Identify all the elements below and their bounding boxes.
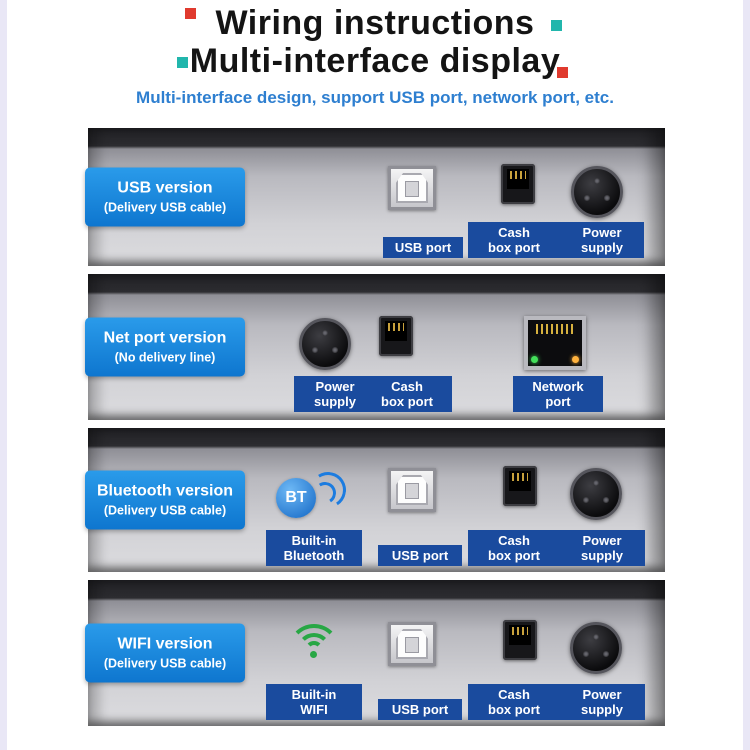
port-label-text: supply xyxy=(314,394,356,409)
port-label-power: Power supply xyxy=(559,530,645,566)
port-label-text: USB port xyxy=(391,548,449,563)
port-label-text: Power xyxy=(582,225,622,240)
port-label-text: port xyxy=(545,394,571,409)
power-supply-port-icon xyxy=(570,622,622,674)
port-label-power: Power supply xyxy=(559,684,645,720)
port-label-text: Bluetooth xyxy=(283,548,345,563)
port-label-text: Power xyxy=(315,379,355,394)
version-box-usb: USB version (Delivery USB cable) xyxy=(85,167,245,227)
version-note: (Delivery USB cable) xyxy=(103,503,227,518)
port-label-text: Cash xyxy=(498,225,530,240)
usb-b-port-icon xyxy=(388,468,436,512)
port-label-text: Built-in xyxy=(291,687,337,702)
port-label-text: WIFI xyxy=(300,702,328,717)
version-box-net-port: Net port version (No delivery line) xyxy=(85,317,245,377)
usb-b-port-icon xyxy=(388,166,436,210)
cash-box-port-icon xyxy=(501,164,535,204)
port-label-cashbox: Cash box port xyxy=(468,222,560,258)
decor-square-teal-icon xyxy=(551,20,562,31)
version-box-bluetooth: Bluetooth version (Delivery USB cable) xyxy=(85,470,245,530)
port-label-text: box port xyxy=(381,394,433,409)
power-supply-port-icon xyxy=(570,468,622,520)
port-label-text: Built-in xyxy=(291,533,337,548)
version-name: Net port version xyxy=(103,329,227,347)
port-label-text: box port xyxy=(488,702,540,717)
port-label-text: box port xyxy=(488,548,540,563)
version-name: USB version xyxy=(117,179,213,197)
left-edge-strip xyxy=(0,0,7,750)
page-subtitle: Multi-interface design, support USB port… xyxy=(136,88,614,107)
port-label-cashbox: Cash box port xyxy=(468,530,560,566)
usb-b-port-icon xyxy=(388,622,436,666)
wifi-icon xyxy=(288,624,340,662)
port-label-usb: USB port xyxy=(378,699,462,720)
version-name: WIFI version xyxy=(117,635,213,653)
port-label-usb: USB port xyxy=(378,545,462,566)
port-label-cashbox: Cash box port xyxy=(468,684,560,720)
port-label-text: supply xyxy=(581,548,623,563)
port-label-builtin-wifi: Built-in WIFI xyxy=(266,684,362,720)
row-usb-version: USB port Cash box port Power supply USB … xyxy=(0,128,750,266)
port-label-cashbox: Cash box port xyxy=(362,376,452,412)
port-label-text: Power xyxy=(582,533,622,548)
port-label-usb: USB port xyxy=(383,237,463,258)
version-note: (No delivery line) xyxy=(114,350,216,365)
port-label-text: Cash xyxy=(498,687,530,702)
row-wifi-version: Built-in WIFI USB port Cash box port Pow… xyxy=(0,580,750,726)
port-label-text: supply xyxy=(581,702,623,717)
cash-box-port-icon xyxy=(503,466,537,506)
port-label-text: USB port xyxy=(394,240,452,255)
port-label-network: Network port xyxy=(513,376,603,412)
row-bluetooth-version: BT Built-in Bluetooth USB port Cash box … xyxy=(0,428,750,572)
version-name: Bluetooth version xyxy=(96,482,233,500)
network-port-icon xyxy=(524,316,586,370)
port-label-text: USB port xyxy=(391,702,449,717)
port-label-text: Power xyxy=(582,687,622,702)
bluetooth-badge-text: BT xyxy=(276,478,316,518)
port-label-builtin-bluetooth: Built-in Bluetooth xyxy=(266,530,362,566)
page-title-line2: Multi-interface display xyxy=(189,42,561,80)
power-supply-port-icon xyxy=(571,166,623,218)
version-note: (Delivery USB cable) xyxy=(103,200,227,215)
version-note: (Delivery USB cable) xyxy=(103,656,227,671)
power-supply-port-icon xyxy=(299,318,351,370)
decor-square-red-icon xyxy=(185,8,196,19)
decor-square-red-icon xyxy=(557,67,568,78)
port-label-text: Cash xyxy=(391,379,423,394)
port-label-power: Power supply xyxy=(560,222,644,258)
version-box-wifi: WIFI version (Delivery USB cable) xyxy=(85,623,245,683)
cash-box-port-icon xyxy=(503,620,537,660)
right-edge-strip xyxy=(743,0,750,750)
bluetooth-icon: BT xyxy=(276,468,350,522)
decor-square-teal-icon xyxy=(177,57,188,68)
cash-box-port-icon xyxy=(379,316,413,356)
port-label-text: Cash xyxy=(498,533,530,548)
port-label-text: Network xyxy=(532,379,584,394)
port-label-text: supply xyxy=(581,240,623,255)
row-net-port-version: Power supply Cash box port Network port … xyxy=(0,274,750,420)
port-label-text: box port xyxy=(488,240,540,255)
page-title-line1: Wiring instructions xyxy=(215,4,535,42)
